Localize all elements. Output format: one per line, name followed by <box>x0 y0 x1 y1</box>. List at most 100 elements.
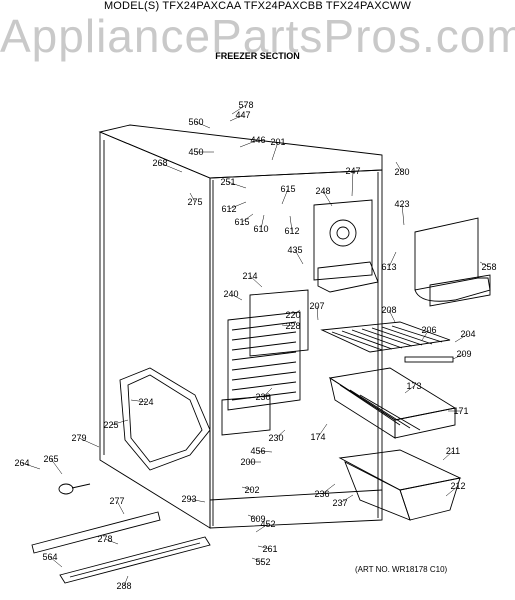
part-label-268: 268 <box>152 158 167 168</box>
leader-line <box>351 170 354 197</box>
part-label-288: 288 <box>116 581 131 591</box>
part-label-230: 230 <box>255 392 270 402</box>
leader-line <box>317 423 328 438</box>
part-label-208: 208 <box>381 305 396 315</box>
part-label-209: 209 <box>456 349 471 359</box>
leader-line <box>479 261 490 268</box>
leader-line <box>241 213 254 223</box>
leader-line <box>123 575 129 587</box>
leader-line <box>249 275 263 288</box>
leader-line <box>116 500 125 515</box>
ice-bin-211 <box>338 449 462 521</box>
leader-line <box>239 139 259 148</box>
fan-cover-258 <box>414 217 491 307</box>
part-label-615: 615 <box>234 217 249 227</box>
part-label-214: 214 <box>242 271 257 281</box>
part-label-212: 212 <box>450 481 465 491</box>
leader-line <box>21 462 41 470</box>
leader-line <box>228 201 247 210</box>
part-label-258: 258 <box>481 262 496 272</box>
part-label-560: 560 <box>188 117 203 127</box>
leader-line <box>388 309 396 323</box>
part-label-612: 612 <box>284 226 299 236</box>
tray-224 <box>119 367 211 471</box>
part-label-261: 261 <box>262 544 277 554</box>
cabinet <box>98 124 383 529</box>
part-label-447: 447 <box>235 110 250 120</box>
part-label-435: 435 <box>287 245 302 255</box>
part-label-552: 552 <box>255 557 270 567</box>
leader-line <box>339 494 354 504</box>
part-label-251: 251 <box>220 177 235 187</box>
leader-line <box>421 329 430 341</box>
part-label-610: 610 <box>253 224 268 234</box>
leader-line <box>130 399 147 403</box>
part-label-275: 275 <box>187 197 202 207</box>
part-label-204: 204 <box>460 329 475 339</box>
part-label-236: 236 <box>314 489 329 499</box>
part-label-564: 564 <box>42 552 57 562</box>
leader-line <box>257 545 271 550</box>
part-label-200: 200 <box>240 457 255 467</box>
part-label-173: 173 <box>406 381 421 391</box>
part-label-206: 206 <box>421 325 436 335</box>
leader-line <box>229 114 244 122</box>
freezer-shelf-206 <box>320 321 454 363</box>
part-label-228: 228 <box>285 321 300 331</box>
leader-line <box>255 523 269 533</box>
leader-line <box>388 251 397 268</box>
part-label-207: 207 <box>309 301 324 311</box>
part-label-293: 293 <box>181 494 196 504</box>
part-label-613: 613 <box>381 262 396 272</box>
part-label-230: 230 <box>268 433 283 443</box>
leader-line <box>322 190 333 207</box>
part-label-224: 224 <box>138 397 153 407</box>
part-label-423: 423 <box>394 199 409 209</box>
model-numbers: MODEL(S) TFX24PAXCAA TFX24PAXCBB TFX24PA… <box>103 0 412 12</box>
leader-line <box>404 385 415 394</box>
part-label-578: 578 <box>238 100 253 110</box>
part-label-450: 450 <box>188 147 203 157</box>
leader-line <box>275 429 286 439</box>
part-label-225: 225 <box>103 420 118 430</box>
freezer-basket-171 <box>328 367 457 439</box>
leader-line <box>188 498 206 503</box>
part-label-452: 452 <box>260 519 275 529</box>
part-label-615: 615 <box>280 184 295 194</box>
part-label-277: 277 <box>109 496 124 506</box>
leader-line <box>227 181 247 189</box>
leader-line <box>316 305 319 321</box>
watermark: AppliancePartsPros.com <box>0 10 515 62</box>
part-label-612: 612 <box>221 204 236 214</box>
evaporator-coil <box>221 289 309 436</box>
part-label-265: 265 <box>43 454 58 464</box>
part-label-201: 201 <box>270 137 285 147</box>
part-label-280: 280 <box>394 167 409 177</box>
fan-shroud-248 <box>313 199 379 293</box>
section-title: FREEZER SECTION <box>215 51 300 61</box>
leader-line <box>195 121 211 129</box>
art-number: (ART NO. WR18178 C10) <box>355 565 448 574</box>
part-label-247: 247 <box>345 166 360 176</box>
roller-264 <box>58 483 91 495</box>
leader-line <box>50 458 63 475</box>
leader-line <box>321 483 336 495</box>
leader-line <box>247 514 259 520</box>
leader-line <box>260 214 265 230</box>
part-label-248: 248 <box>315 186 330 196</box>
leader-line <box>159 162 183 173</box>
part-label-237: 237 <box>332 498 347 508</box>
leader-line <box>281 188 289 205</box>
leader-line <box>241 486 253 491</box>
leader-line <box>442 450 454 461</box>
part-label-171: 171 <box>453 406 468 416</box>
leader-line <box>289 215 293 232</box>
leader-line <box>292 309 301 316</box>
leader-line <box>49 556 63 568</box>
part-label-211: 211 <box>446 446 460 456</box>
leader-line <box>401 203 405 226</box>
leader-line <box>454 333 469 343</box>
part-label-456: 456 <box>250 446 265 456</box>
rail-277 <box>31 511 161 554</box>
